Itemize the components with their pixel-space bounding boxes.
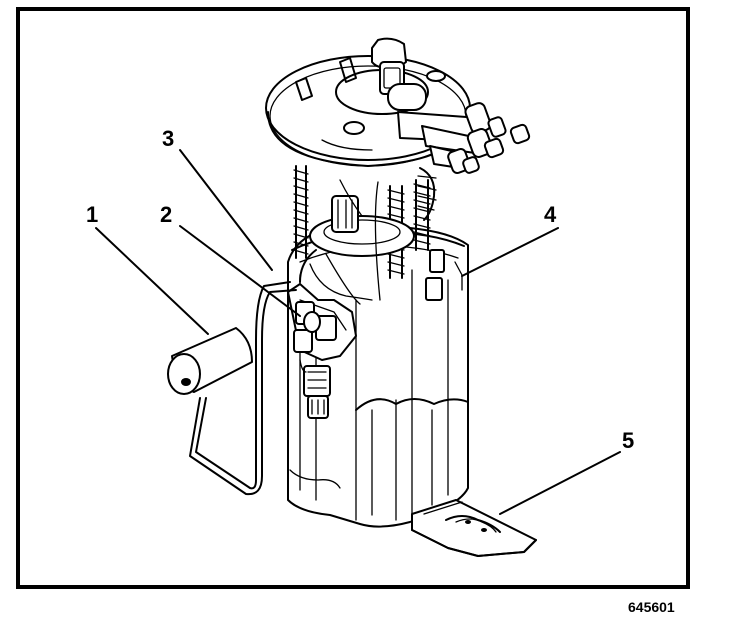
callout-labels: 1 2 3 4 5 <box>86 126 634 453</box>
leader-line-4 <box>461 227 559 277</box>
figure-reference-number: 645601 <box>628 599 675 615</box>
callout-3: 3 <box>162 126 174 151</box>
float <box>167 327 253 395</box>
leader-line-5 <box>499 451 621 515</box>
callout-4: 4 <box>544 202 557 227</box>
leader-line-3 <box>179 149 273 271</box>
callout-5: 5 <box>622 428 634 453</box>
fuel-strainer <box>411 499 537 557</box>
fuel-line-fittings <box>387 83 531 175</box>
callout-leaders <box>95 149 621 515</box>
callout-2: 2 <box>160 202 172 227</box>
fuel-pump-internals <box>299 179 415 305</box>
leader-line-2 <box>179 225 301 317</box>
callout-1: 1 <box>86 202 98 227</box>
float-arm-assembly <box>167 281 297 496</box>
fuel-pump-module-illustration <box>167 37 537 557</box>
leader-line-1 <box>95 227 209 335</box>
